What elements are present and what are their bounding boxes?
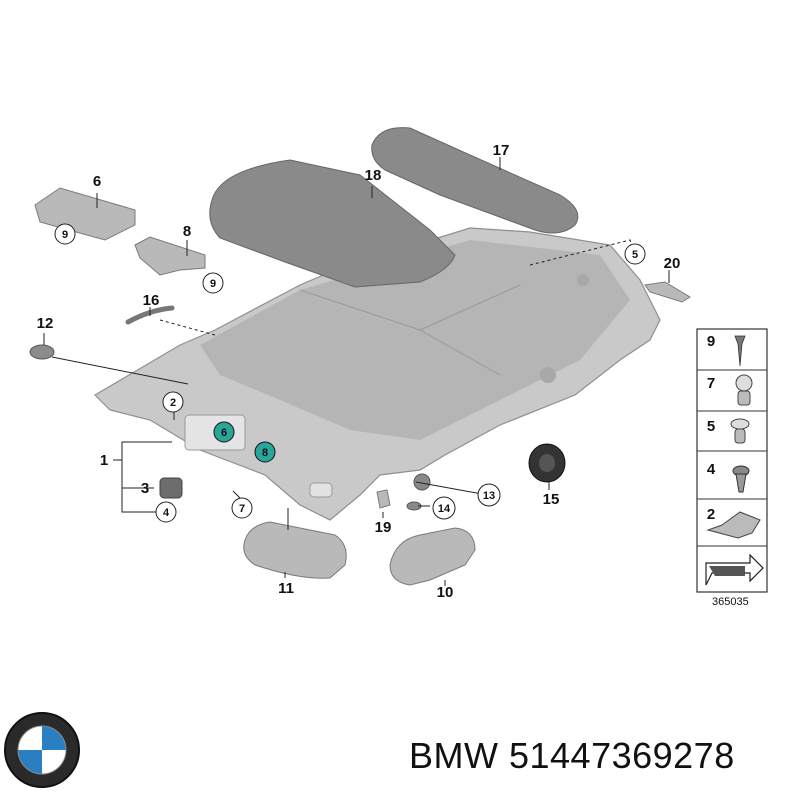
callout-7-label: 7 — [239, 503, 245, 515]
callout-5-label: 5 — [632, 249, 638, 261]
callout-10-label: 10 — [437, 584, 454, 601]
leader-line — [529, 239, 633, 266]
callout-15-label: 15 — [543, 491, 560, 508]
hardware-legend: 9 7 5 4 2 — [696, 328, 768, 593]
callout-9-label: 9 — [210, 278, 216, 290]
part-3 — [159, 477, 183, 499]
callout-circle — [624, 243, 646, 265]
callout-8-label: 8 — [262, 447, 268, 459]
legend-row-label: 2 — [707, 506, 715, 523]
callout-circle — [54, 223, 76, 245]
callout-14-label: 14 — [438, 503, 451, 515]
callout-13-label: 13 — [483, 490, 495, 502]
clip-13 — [413, 473, 431, 491]
callout-circle — [202, 272, 224, 294]
bracket-8 — [134, 236, 206, 276]
part-number-caption: BMW 51447369278 — [409, 735, 735, 776]
insulation-panel-17 — [371, 127, 579, 234]
headliner-lamp-recess — [309, 482, 333, 498]
legend-row-label: 7 — [707, 375, 715, 392]
clip-icon — [735, 374, 753, 392]
callout-8-marker — [254, 441, 276, 463]
leader-line — [51, 356, 189, 385]
speaker-15-cone — [539, 454, 555, 472]
legend-row-label: 4 — [707, 461, 716, 478]
bracket-6 — [34, 187, 136, 241]
callout-9-label: 9 — [62, 229, 68, 241]
callout-4-label: 4 — [163, 507, 170, 519]
clip-icon — [734, 428, 746, 444]
callout-18-label: 18 — [365, 167, 382, 184]
callout-2-label: 2 — [170, 397, 176, 409]
callout-8-label: 8 — [183, 223, 191, 240]
rivet-icon — [734, 335, 746, 367]
legend-row-label: 9 — [707, 333, 715, 350]
callout-1-label: 1 — [100, 452, 108, 469]
insulation-panel-18 — [209, 159, 456, 288]
headliner-grab-pocket — [577, 274, 589, 286]
callout-circle — [155, 501, 177, 523]
callout-6-label: 6 — [93, 173, 101, 190]
clip-icon — [730, 418, 750, 430]
headliner-crease — [299, 284, 521, 376]
sun-visor-11 — [243, 521, 347, 579]
legend-row-label: 5 — [707, 418, 715, 435]
clip-icon — [737, 390, 751, 406]
sun-visor-10 — [389, 527, 476, 586]
leader-line — [415, 481, 483, 507]
bmw-logo — [4, 712, 80, 788]
trim-20 — [644, 281, 691, 303]
callout-6-label: 6 — [221, 427, 227, 439]
screw-icon — [735, 473, 747, 493]
headliner-top-surface — [200, 240, 630, 440]
leader-line — [232, 490, 241, 499]
cap-12 — [29, 344, 55, 360]
callout-circle — [231, 497, 253, 519]
callout-12-label: 12 — [37, 315, 54, 332]
callout-circle — [162, 391, 184, 413]
callout-11-label: 11 — [278, 580, 294, 597]
callout-17-label: 17 — [493, 142, 510, 159]
callout-16-label: 16 — [143, 292, 160, 309]
callout-circle — [477, 483, 501, 507]
callout-circle — [432, 496, 456, 520]
callout-19-label: 19 — [375, 519, 392, 536]
callout-3-label: 3 — [141, 480, 149, 497]
clip-19 — [376, 489, 391, 509]
leader-line — [159, 319, 216, 336]
illustration-ref-code: 365035 — [712, 596, 749, 608]
direction-arrow-fill — [709, 566, 745, 576]
callout-20-label: 20 — [664, 255, 681, 272]
leader-line — [113, 441, 172, 513]
callout-6-marker — [213, 421, 235, 443]
bracket-icon — [706, 511, 761, 539]
headliner-grab-pocket — [540, 367, 556, 383]
